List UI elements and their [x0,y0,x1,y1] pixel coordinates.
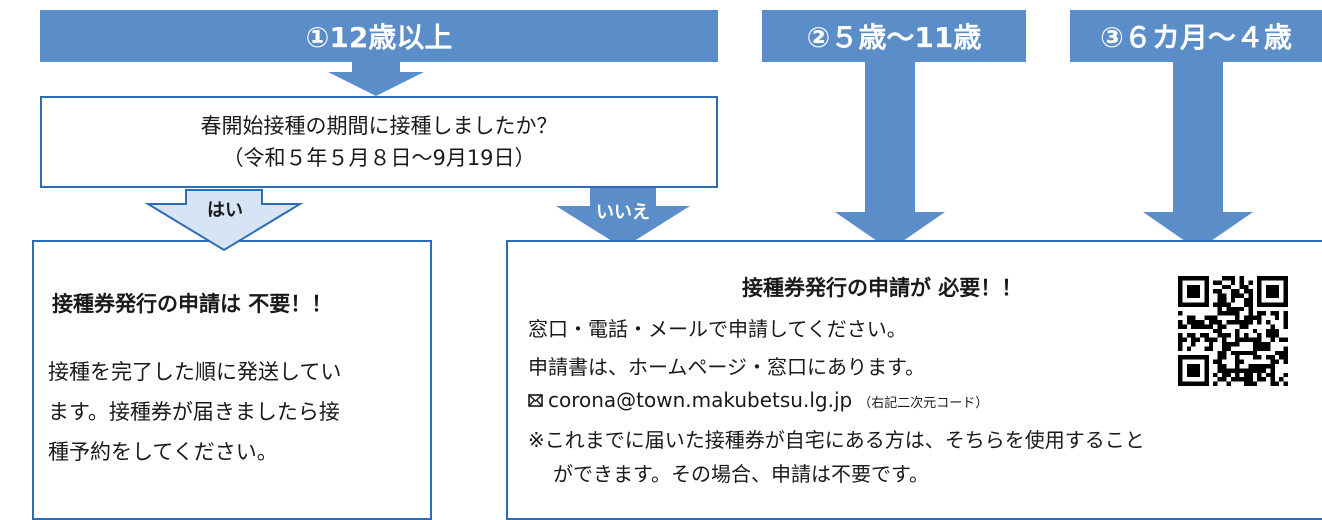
arrow-down-small [328,62,424,96]
email-line: corona@town.makubetsu.lg.jp （右記二次元コード） [528,388,988,412]
question-line-1: 春開始接種の期間に接種しましたか？ [200,114,558,138]
no-line-2: 申請書は、ホームページ・窓口にあります。 [528,355,925,379]
question-box: 春開始接種の期間に接種しましたか？ （令和５年５月８日～9月19日） [40,96,718,188]
yes-body-2: ます。接種券が届きましたら接 [48,400,340,424]
yes-heading: 接種券発行の申請は 不要！！ [52,292,333,316]
yes-body-3: 種予約をしてください。 [48,440,278,464]
arrow-down-age6m [1143,62,1253,250]
arrow-down-yes [144,189,304,252]
banner-age-6m-4: ③６カ月～４歳 [1070,10,1322,62]
yes-body-1: 接種を完了した順に発送してい [48,360,342,384]
banner-age-5-11: ②５歳～11歳 [762,10,1026,62]
banner-age-12-plus: ①12歳以上 [40,10,718,62]
arrow-down-no [556,188,690,248]
answer-yes-label: はい [207,200,243,221]
flow-connectors [328,62,1253,250]
qr-code[interactable] [1178,276,1288,386]
arrow-down-age5 [835,62,945,250]
mail-icon [528,394,543,407]
yes-arrow-layer [144,189,304,252]
no-line-1: 窓口・電話・メールで申請してください。 [528,317,907,341]
email-address[interactable]: corona@town.makubetsu.lg.jp [548,388,853,412]
no-heading: 接種券発行の申請が 必要！！ [742,276,1023,300]
note-line-1: ※これまでに届いた接種券が自宅にある方は、そちらを使用すること [528,428,1145,452]
answer-no-label: いいえ [596,202,650,223]
qr-note: （右記二次元コード） [858,396,989,411]
question-line-2: （令和５年５月８日～9月19日） [222,146,536,170]
note-line-2: ができます。その場合、申請は不要です。 [553,462,929,486]
